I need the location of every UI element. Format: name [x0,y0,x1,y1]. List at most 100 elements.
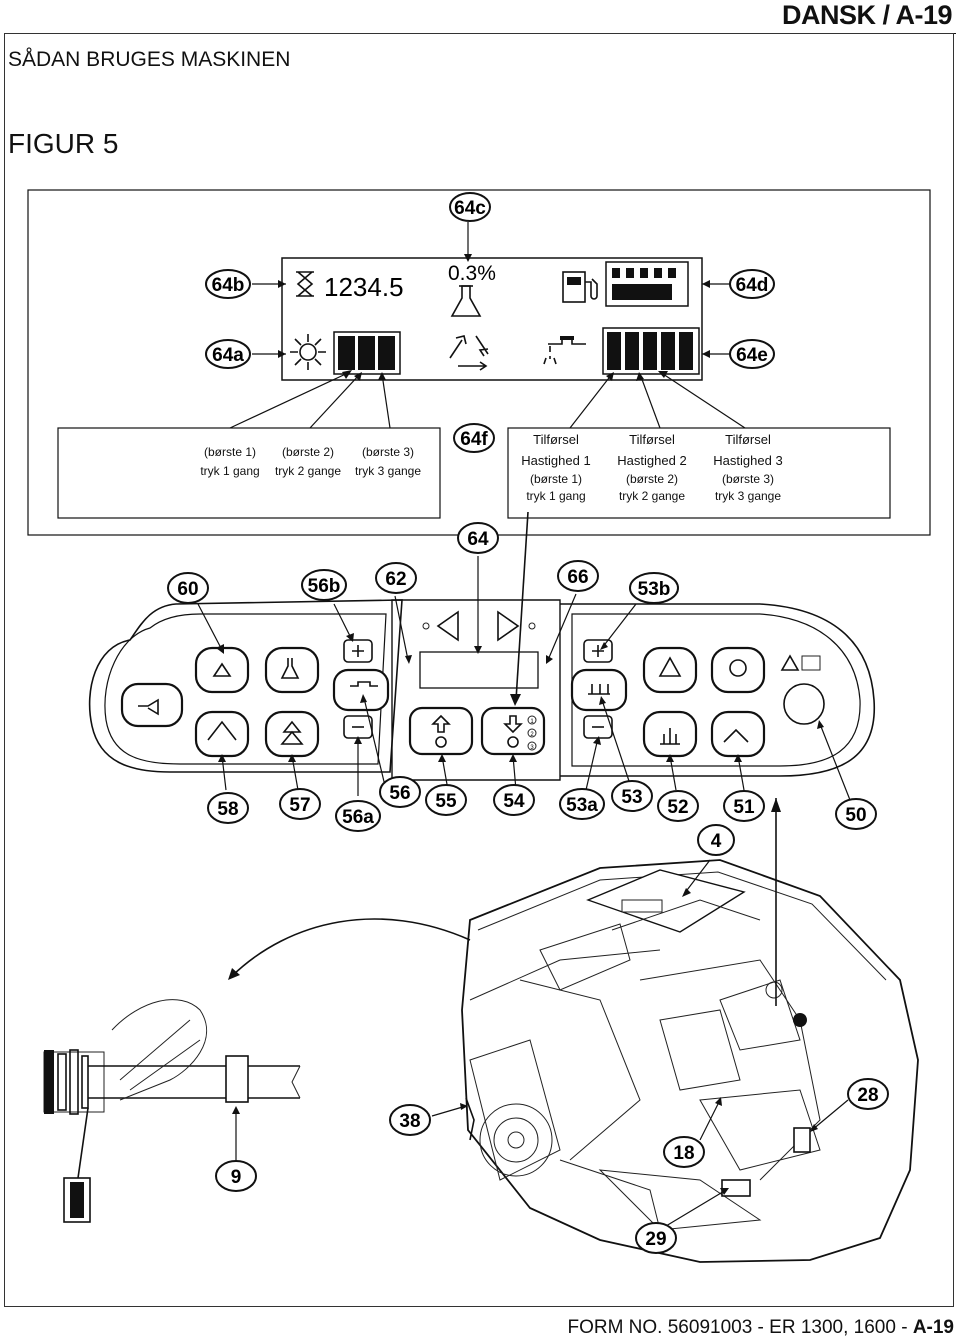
slot-3-mark: 3 [530,745,534,751]
brush-pressure-button[interactable] [570,668,628,712]
dust-control-button[interactable] [710,710,766,758]
scrub-brush-button[interactable] [194,710,250,758]
hour-meter-value: 1234.5 [324,272,404,302]
callout-51: 51 [723,790,765,822]
figure-title: FIGUR 5 [8,128,119,159]
recycle-icon [449,335,489,371]
callout-60: 60 [167,572,209,604]
svg-text:50: 50 [845,805,866,826]
raise-head-button[interactable] [408,706,474,756]
svg-text:64d: 64d [736,275,769,296]
lower-head-button[interactable]: 1 2 3 [480,706,546,756]
svg-text:4: 4 [711,831,722,852]
svg-text:64a: 64a [212,345,244,366]
horn-button[interactable] [120,682,184,728]
hourglass-icon [296,271,314,297]
callout-66: 66 [557,560,599,592]
svg-text:58: 58 [217,799,238,820]
sun-icon [290,334,326,370]
footer-page-number: A-19 [912,1317,954,1338]
right-arrow-button[interactable] [497,610,536,642]
page-header-title: DANSK / A-19 [781,0,953,30]
callout-64e: 64e [729,339,775,369]
brush-increase-button[interactable] [583,639,613,663]
callout-9: 9 [215,1160,257,1192]
solution-label-2-line3: (børste 2) [626,472,678,486]
svg-text:53a: 53a [566,795,598,816]
callout-54: 54 [493,784,535,816]
detergent-button[interactable] [264,646,320,694]
svg-text:66: 66 [567,567,588,588]
solution-increase-button[interactable] [343,639,373,663]
valve-illustration [43,999,301,1223]
svg-text:52: 52 [667,797,688,818]
solution-label-3-line1: Tilførsel [725,432,771,447]
panel-display-window [419,651,539,689]
figure-frame [4,33,954,1307]
solution-label-1-line4: tryk 1 gang [526,489,585,503]
callout-18: 18 [663,1136,705,1168]
callout-38: 38 [389,1104,431,1136]
fuel-pump-icon [562,271,598,303]
callout-64: 64 [457,522,499,554]
svg-text:57: 57 [289,795,310,816]
flask-icon [450,285,482,317]
key-switch[interactable] [783,683,825,725]
callout-53: 53 [611,780,653,812]
svg-text:18: 18 [673,1143,694,1164]
scrub-label-2-line1: (børste 2) [282,445,334,459]
callout-28: 28 [847,1078,889,1110]
callout-56b: 56b [301,569,347,601]
recycle-button[interactable] [194,646,250,694]
callout-55: 55 [425,784,467,816]
callout-53b: 53b [629,572,679,604]
solution-label-2-line2: Hastighed 2 [617,453,686,468]
svg-text:28: 28 [857,1085,878,1106]
svg-text:64: 64 [467,529,489,550]
callout-64d: 64d [729,269,775,299]
callout-56: 56 [379,776,421,808]
callout-53a: 53a [559,788,605,820]
callout-64a: 64a [205,339,251,369]
callout-50: 50 [835,798,877,830]
callout-57: 57 [279,788,321,820]
left-arrow-button[interactable] [422,610,459,642]
warning-label-icon [780,654,821,671]
svg-text:53b: 53b [638,579,671,600]
fuel-gauge-icon [605,261,689,307]
scrub-label-3-line2: tryk 3 gange [355,464,421,478]
svg-text:51: 51 [733,797,755,818]
hazard-button[interactable] [642,646,698,694]
callout-58: 58 [207,792,249,824]
scrub-label-3-line1: (børste 3) [362,445,414,459]
svg-text:55: 55 [435,791,457,812]
slot-2-mark: 2 [530,732,534,738]
solution-label-1-line1: Tilførsel [533,432,579,447]
svg-text:53: 53 [621,787,642,808]
headlight-button[interactable] [710,646,766,694]
solution-decrease-button[interactable] [343,715,373,739]
vacuum-button[interactable] [264,710,320,758]
svg-text:64e: 64e [736,345,768,366]
footer-form-number: FORM NO. 56091003 - ER 1300, 1600 - [567,1317,913,1338]
svg-text:60: 60 [177,579,198,600]
svg-text:62: 62 [385,569,406,590]
water-tap-icon [543,336,586,365]
callout-64c: 64c [449,192,491,222]
section-title: SÅDAN BRUGES MASKINEN [8,48,291,71]
machine-illustration [461,859,919,1263]
callout-52: 52 [657,790,699,822]
side-broom-button[interactable] [642,710,698,758]
lcd-display-outline [281,257,703,381]
svg-text:56b: 56b [308,576,341,597]
slot-1-mark: 1 [530,719,534,725]
solution-label-2-line4: tryk 2 gange [619,489,685,503]
solution-button[interactable] [332,668,390,712]
footer: FORM NO. 56091003 - ER 1300, 1600 - A-19 [567,1317,954,1339]
brush-decrease-button[interactable] [583,715,613,739]
scrub-label-1-line2: tryk 1 gang [200,464,259,478]
svg-text:54: 54 [503,791,525,812]
svg-text:29: 29 [645,1229,666,1250]
brush-pressure-bars [333,331,401,375]
